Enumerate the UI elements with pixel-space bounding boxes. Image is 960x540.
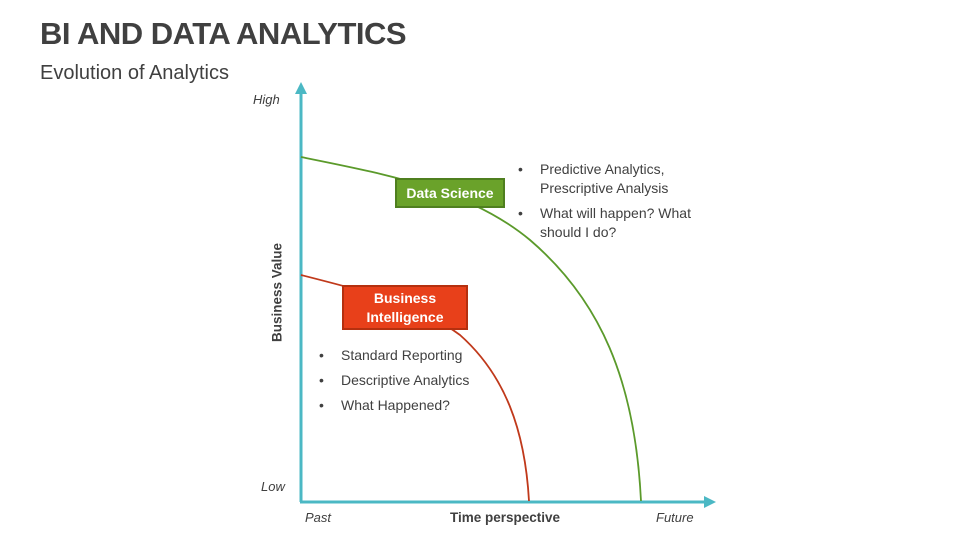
y-axis-arrow-icon: [295, 82, 307, 94]
list-item: What will happen? What should I do?: [516, 204, 716, 242]
y-axis-high-label: High: [253, 92, 280, 107]
y-axis-low-label: Low: [261, 479, 285, 494]
data-science-bullets: Predictive Analytics, Prescriptive Analy…: [516, 160, 716, 248]
page-title: BI AND DATA ANALYTICS: [40, 16, 407, 51]
business-intelligence-label-box: Business Intelligence: [342, 285, 468, 330]
data-science-label: Data Science: [406, 184, 494, 201]
x-axis-future-label: Future: [656, 510, 694, 525]
list-item: Descriptive Analytics: [317, 371, 517, 390]
business-intelligence-bullets: Standard Reporting Descriptive Analytics…: [317, 346, 517, 421]
list-item: Standard Reporting: [317, 346, 517, 365]
x-axis-past-label: Past: [305, 510, 332, 525]
page-subtitle: Evolution of Analytics: [40, 62, 229, 84]
y-axis-title: Business Value: [269, 242, 285, 343]
list-item: Predictive Analytics, Prescriptive Analy…: [516, 160, 716, 198]
business-intelligence-label-line2: Intelligence: [366, 308, 444, 325]
data-science-label-box: Data Science: [395, 178, 505, 208]
list-item: What Happened?: [317, 396, 517, 415]
business-intelligence-label-line1: Business: [373, 289, 437, 306]
x-axis-arrow-icon: [704, 496, 716, 508]
x-axis-title: Time perspective: [450, 510, 561, 525]
